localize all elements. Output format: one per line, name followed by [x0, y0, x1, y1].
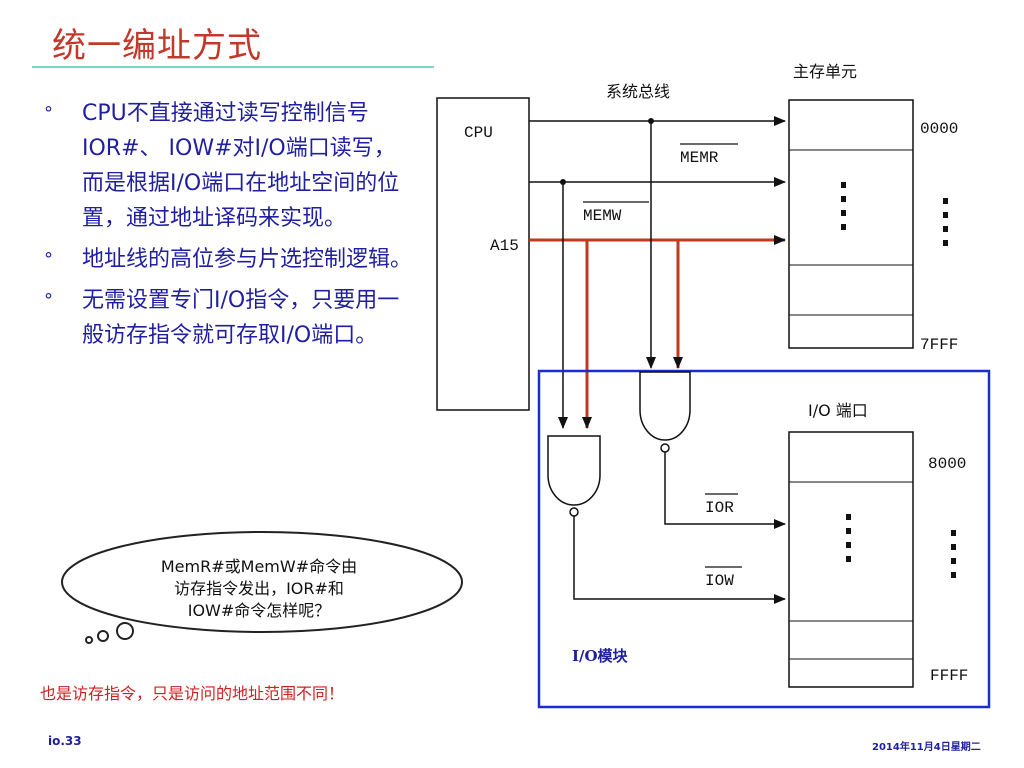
- slide-title: 统一编址方式: [52, 26, 262, 66]
- slide-date: 2014年11月4日星期二: [872, 742, 981, 753]
- thought-line-2: 访存指令发出，IOR#和: [174, 579, 344, 598]
- slide-number: io.33: [48, 734, 82, 748]
- nand-gate-iow: [547, 435, 601, 506]
- memory-block: [788, 99, 914, 349]
- ior-label: IOR: [705, 499, 734, 517]
- main-memory-label: 主存单元: [793, 62, 857, 81]
- thought-line-1: MemR#或MemW#命令由: [160, 557, 358, 576]
- thought-line-3: IOW#命令怎样呢？: [187, 601, 331, 620]
- system-bus-label: 系统总线: [606, 82, 670, 101]
- nand-gate-ior: [639, 371, 691, 441]
- thought-bubble: [61, 531, 463, 644]
- io-module-border: [537, 369, 991, 709]
- thought-bubble-text: MemR#或MemW#命令由 访存指令发出，IOR#和 IOW#命令怎样呢？: [128, 556, 390, 622]
- addr-ffff: FFFF: [930, 667, 968, 685]
- bullet-item: ° CPU不直接通过读写控制信号IOR#、 IOW#对I/O端口读写，而是根据I…: [44, 96, 416, 236]
- io-module-label: I/O模块: [572, 647, 629, 665]
- bullet-marker: °: [44, 103, 53, 124]
- cpu-label: CPU: [464, 124, 493, 142]
- bullet-marker: °: [44, 249, 53, 270]
- bullet-marker: °: [44, 290, 53, 311]
- bullet-text: 地址线的高位参与片选控制逻辑。: [82, 247, 413, 272]
- iow-label: IOW: [705, 572, 734, 590]
- memr-label: MEMR: [680, 149, 719, 167]
- bullet-item: ° 地址线的高位参与片选控制逻辑。: [44, 242, 416, 277]
- cpu-box: [436, 97, 530, 411]
- addr-8000: 8000: [928, 455, 966, 473]
- bullet-item: ° 无需设置专门I/O指令，只要用一般访存指令就可存取I/O端口。: [44, 283, 416, 353]
- ior-line: [664, 452, 786, 529]
- memory-dots: [841, 182, 948, 246]
- memw-label: MEMW: [583, 207, 622, 225]
- bullet-text: CPU不直接通过读写控制信号IOR#、 IOW#对I/O端口读写，而是根据I/O…: [82, 101, 400, 231]
- iow-line: [573, 516, 786, 604]
- addr-7fff: 7FFF: [920, 336, 958, 354]
- bullet-list: ° CPU不直接通过读写控制信号IOR#、 IOW#对I/O端口读写，而是根据I…: [44, 96, 416, 359]
- answer-text: 也是访存指令，只是访问的地址范围不同！: [40, 684, 345, 703]
- bullet-text: 无需设置专门I/O指令，只要用一般访存指令就可存取I/O端口。: [82, 288, 400, 348]
- title-underline: [32, 66, 434, 68]
- a15-label: A15: [490, 237, 519, 255]
- io-dots: [846, 514, 956, 578]
- io-port-label: I/O 端口: [808, 401, 868, 420]
- addr-0000: 0000: [920, 120, 958, 138]
